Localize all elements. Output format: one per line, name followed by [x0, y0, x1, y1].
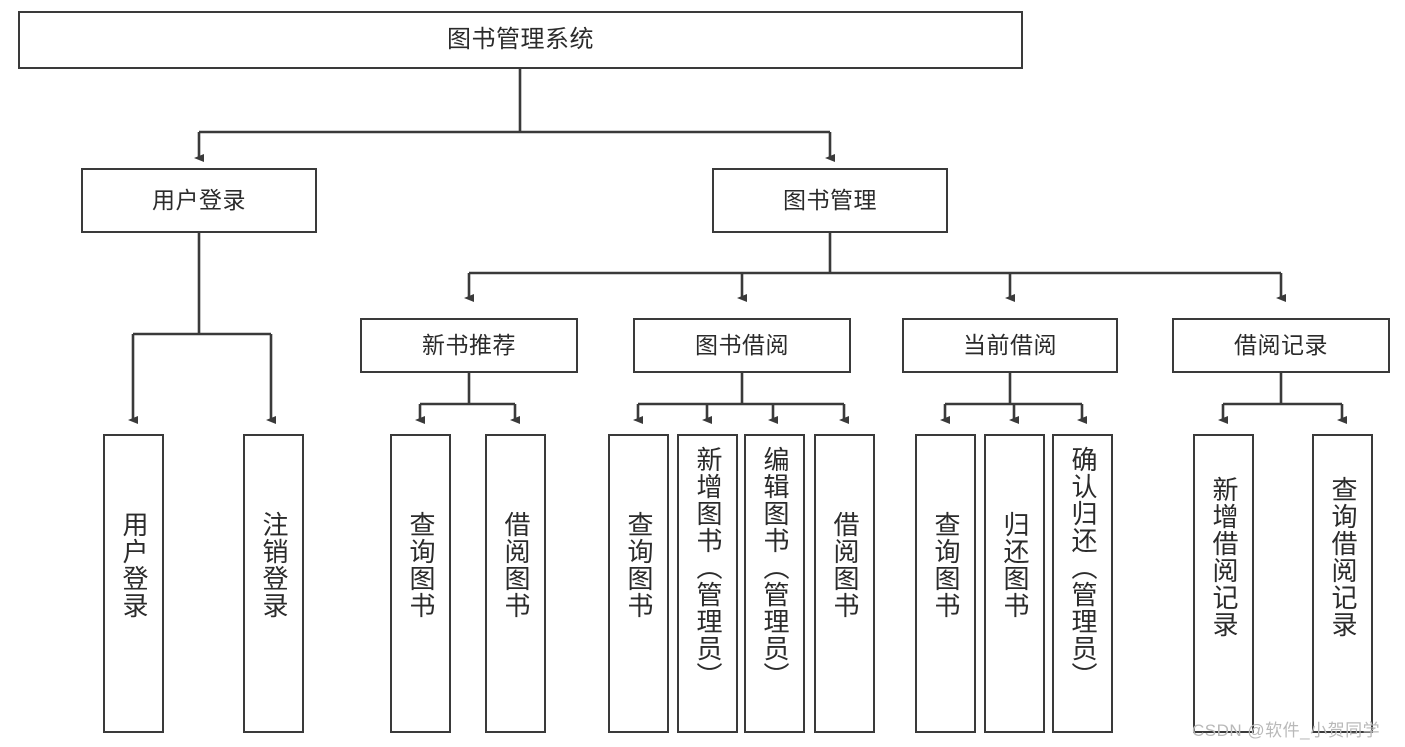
node-borrow-records[interactable]: 借阅记录 [1172, 318, 1390, 373]
node-user-login[interactable]: 用户登录 [81, 168, 317, 233]
leaf-query-book-3[interactable]: 查询图书 [915, 434, 976, 733]
leaf-query-book-2[interactable]: 查询图书 [608, 434, 669, 733]
node-label: 查询图书 [406, 511, 437, 619]
node-label: 查询借阅记录 [1328, 476, 1359, 638]
node-label: 图书借阅 [695, 331, 789, 358]
node-label: 确认归还（管理员） [1068, 446, 1099, 689]
leaf-return-book[interactable]: 归还图书 [984, 434, 1045, 733]
leaf-query-book-1[interactable]: 查询图书 [390, 434, 451, 733]
leaf-user-login[interactable]: 用户登录 [103, 434, 164, 733]
leaf-confirm-return-admin[interactable]: 确认归还（管理员） [1052, 434, 1113, 733]
node-label: 图书管理系统 [447, 25, 594, 53]
node-root-book-management-system[interactable]: 图书管理系统 [18, 11, 1023, 69]
node-label: 查询图书 [624, 511, 655, 619]
node-label: 查询图书 [931, 511, 962, 619]
leaf-add-book-admin[interactable]: 新增图书（管理员） [677, 434, 738, 733]
node-label: 借阅记录 [1234, 331, 1328, 358]
leaf-edit-book-admin[interactable]: 编辑图书（管理员） [744, 434, 805, 733]
node-label: 图书管理 [783, 186, 877, 213]
node-label: 新书推荐 [422, 331, 516, 358]
leaf-borrow-book-1[interactable]: 借阅图书 [485, 434, 546, 733]
csdn-watermark: CSDN @软件_小贺同学 [1192, 721, 1381, 740]
node-label: 用户登录 [152, 186, 246, 213]
node-label: 新增借阅记录 [1209, 476, 1240, 638]
node-label: 借阅图书 [830, 511, 861, 619]
node-current-borrow[interactable]: 当前借阅 [902, 318, 1118, 373]
node-label: 用户登录 [119, 511, 150, 619]
leaf-borrow-book-2[interactable]: 借阅图书 [814, 434, 875, 733]
leaf-add-borrow-record[interactable]: 新增借阅记录 [1193, 434, 1254, 733]
node-label: 借阅图书 [501, 511, 532, 619]
node-new-book-recommend[interactable]: 新书推荐 [360, 318, 578, 373]
node-label: 新增图书（管理员） [693, 446, 724, 689]
node-book-management[interactable]: 图书管理 [712, 168, 948, 233]
leaf-user-logout[interactable]: 注销登录 [243, 434, 304, 733]
node-label: 归还图书 [1000, 511, 1031, 619]
node-label: 当前借阅 [963, 331, 1057, 358]
node-label: 注销登录 [259, 511, 290, 619]
leaf-query-borrow-record[interactable]: 查询借阅记录 [1312, 434, 1373, 733]
node-book-borrow[interactable]: 图书借阅 [633, 318, 851, 373]
node-label: 编辑图书（管理员） [760, 446, 791, 689]
